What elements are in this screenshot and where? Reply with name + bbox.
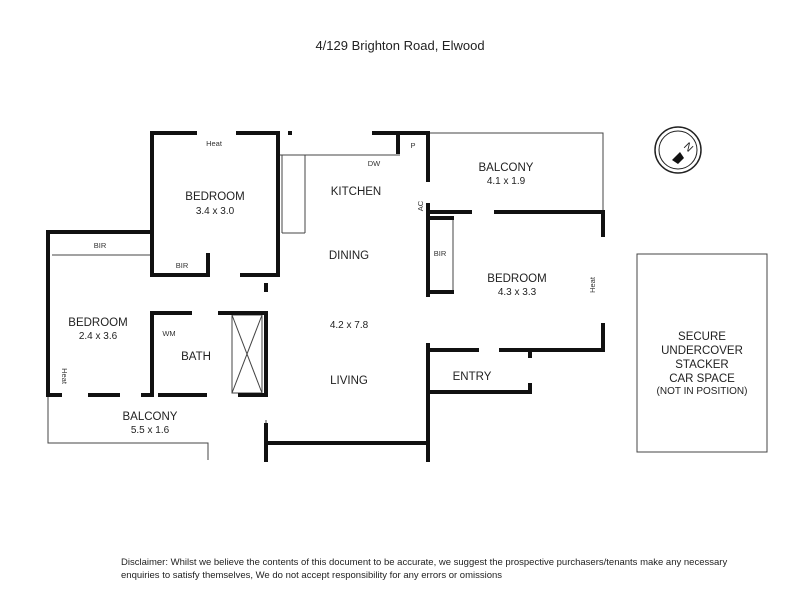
car-space (636, 253, 768, 453)
kitchen-label: KITCHEN (331, 186, 381, 198)
pantry-label: P (410, 141, 415, 150)
car-space-line: CAR SPACE (669, 373, 735, 385)
walls (46, 131, 605, 462)
disclaimer-line: enquiries to satisfy themselves, We do n… (121, 570, 503, 581)
ac-label: AC (416, 200, 425, 211)
car-space-line: STACKER (675, 359, 728, 371)
north-compass-icon: N (654, 126, 702, 174)
svg-text:N: N (681, 140, 695, 154)
living-label: LIVING (330, 375, 368, 387)
bir-label: BIR (176, 261, 189, 270)
living-size: 4.2 x 7.8 (330, 320, 369, 331)
entry-label: ENTRY (453, 371, 492, 383)
balcony2-size: 5.5 x 1.6 (131, 425, 170, 436)
disclaimer-line: Disclaimer: Whilst we believe the conten… (121, 557, 728, 568)
bedroom3-size: 4.3 x 3.3 (498, 287, 537, 298)
heat-label: Heat (60, 368, 69, 385)
balcony1-label: BALCONY (479, 162, 534, 174)
bedroom2-label: BEDROOM (68, 317, 127, 329)
bir-label: BIR (94, 241, 107, 250)
dw-label: DW (368, 159, 381, 168)
car-space-line: SECURE (678, 331, 726, 343)
bedroom1-size: 3.4 x 3.0 (196, 206, 235, 217)
bedroom1-label: BEDROOM (185, 191, 244, 203)
heat-label: Heat (588, 276, 597, 293)
property-address-title: 4/129 Brighton Road, Elwood (315, 38, 485, 53)
heat-label: Heat (206, 139, 223, 148)
car-space-line: (NOT IN POSITION) (657, 386, 748, 397)
bedroom3-label: BEDROOM (487, 273, 546, 285)
wm-label: WM (162, 329, 175, 338)
balcony2-label: BALCONY (123, 411, 178, 423)
balcony1-size: 4.1 x 1.9 (487, 176, 526, 187)
bedroom2-size: 2.4 x 3.6 (79, 331, 118, 342)
dining-label: DINING (329, 250, 369, 262)
disclaimer: Disclaimer: Whilst we believe the conten… (121, 556, 727, 582)
bir-label: BIR (434, 249, 447, 258)
bath-label: BATH (181, 351, 211, 363)
car-space-line: UNDERCOVER (661, 345, 743, 357)
